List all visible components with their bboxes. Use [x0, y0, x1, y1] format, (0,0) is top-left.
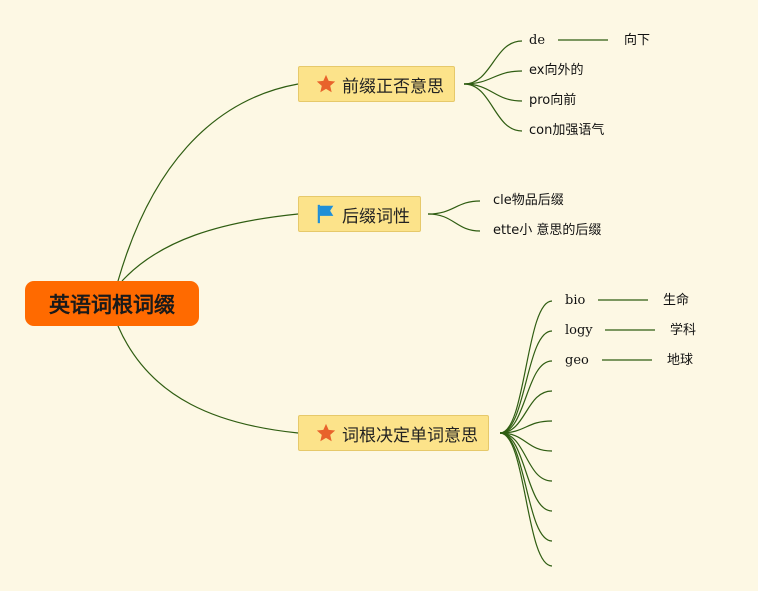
leaf-de-meaning[interactable]: 向下 — [624, 32, 650, 50]
leaf-bio-meaning-label: 生命 — [663, 293, 690, 308]
leaf-logy[interactable]: logy — [565, 322, 593, 340]
connector-root-prefix — [117, 83, 299, 282]
leaf-geo-meaning-label: 地球 — [667, 353, 694, 368]
leaf-de-meaning-label: 向下 — [624, 33, 651, 48]
connector-prefix-child — [463, 70, 523, 85]
topic-suffix[interactable]: 后缀词性 — [298, 196, 421, 232]
star-icon — [316, 74, 336, 93]
root-topic[interactable]: 英语词根词缀 — [25, 281, 199, 326]
connector-root-suffix — [121, 213, 299, 282]
connector-roots-child — [499, 330, 553, 434]
leaf-con-label: con加强语气 — [529, 123, 605, 138]
connector-roots-child — [499, 432, 553, 482]
leaf-con[interactable]: con加强语气 — [529, 122, 604, 140]
leaf-geo-label: geo — [565, 353, 589, 368]
leaf-pro[interactable]: pro向前 — [529, 92, 576, 110]
connector-roots-child — [499, 420, 553, 434]
leaf-logy-meaning[interactable]: 学科 — [670, 322, 696, 340]
leaf-ex[interactable]: ex向外的 — [529, 62, 583, 80]
leaf-logy-meaning-label: 学科 — [670, 323, 697, 338]
leaf-cle[interactable]: cle物品后缀 — [493, 192, 564, 210]
leaf-ette-label: ette小 意思的后缀 — [493, 223, 602, 238]
leaf-geo-meaning[interactable]: 地球 — [667, 352, 693, 370]
topic-suffix-label: 后缀词性 — [342, 206, 410, 227]
leaf-ex-label: ex向外的 — [529, 63, 584, 78]
connector-roots-child — [499, 390, 553, 434]
connector-roots-child — [499, 432, 553, 567]
topic-prefix[interactable]: 前缀正否意思 — [298, 66, 455, 102]
leaf-pro-label: pro向前 — [529, 93, 577, 108]
connector-root-roots — [117, 325, 299, 434]
root-topic-label: 英语词根词缀 — [49, 292, 175, 317]
leaf-cle-label: cle物品后缀 — [493, 193, 564, 208]
topic-root-words-label: 词根决定单词意思 — [342, 425, 478, 446]
connector-suffix-child — [427, 200, 481, 215]
leaf-de[interactable]: de — [529, 32, 545, 50]
topic-prefix-label: 前缀正否意思 — [342, 76, 444, 97]
connector-roots-child — [499, 300, 553, 434]
connector-roots-child — [499, 432, 553, 542]
connector-roots-child — [499, 360, 553, 434]
leaf-de-label: de — [529, 33, 546, 48]
connector-prefix-child — [463, 40, 523, 85]
leaf-bio[interactable]: bio — [565, 292, 585, 310]
topic-root-words[interactable]: 词根决定单词意思 — [298, 415, 489, 451]
leaf-bio-meaning[interactable]: 生命 — [663, 292, 689, 310]
leaf-ette[interactable]: ette小 意思的后缀 — [493, 222, 601, 240]
connector-prefix-child — [463, 83, 523, 132]
connector-prefix-child — [463, 83, 523, 102]
leaf-geo[interactable]: geo — [565, 352, 589, 370]
leaf-logy-label: logy — [565, 323, 593, 338]
leaf-bio-label: bio — [565, 293, 586, 308]
flag-icon — [317, 204, 334, 224]
connector-suffix-child — [427, 213, 481, 232]
star-icon — [316, 423, 336, 442]
